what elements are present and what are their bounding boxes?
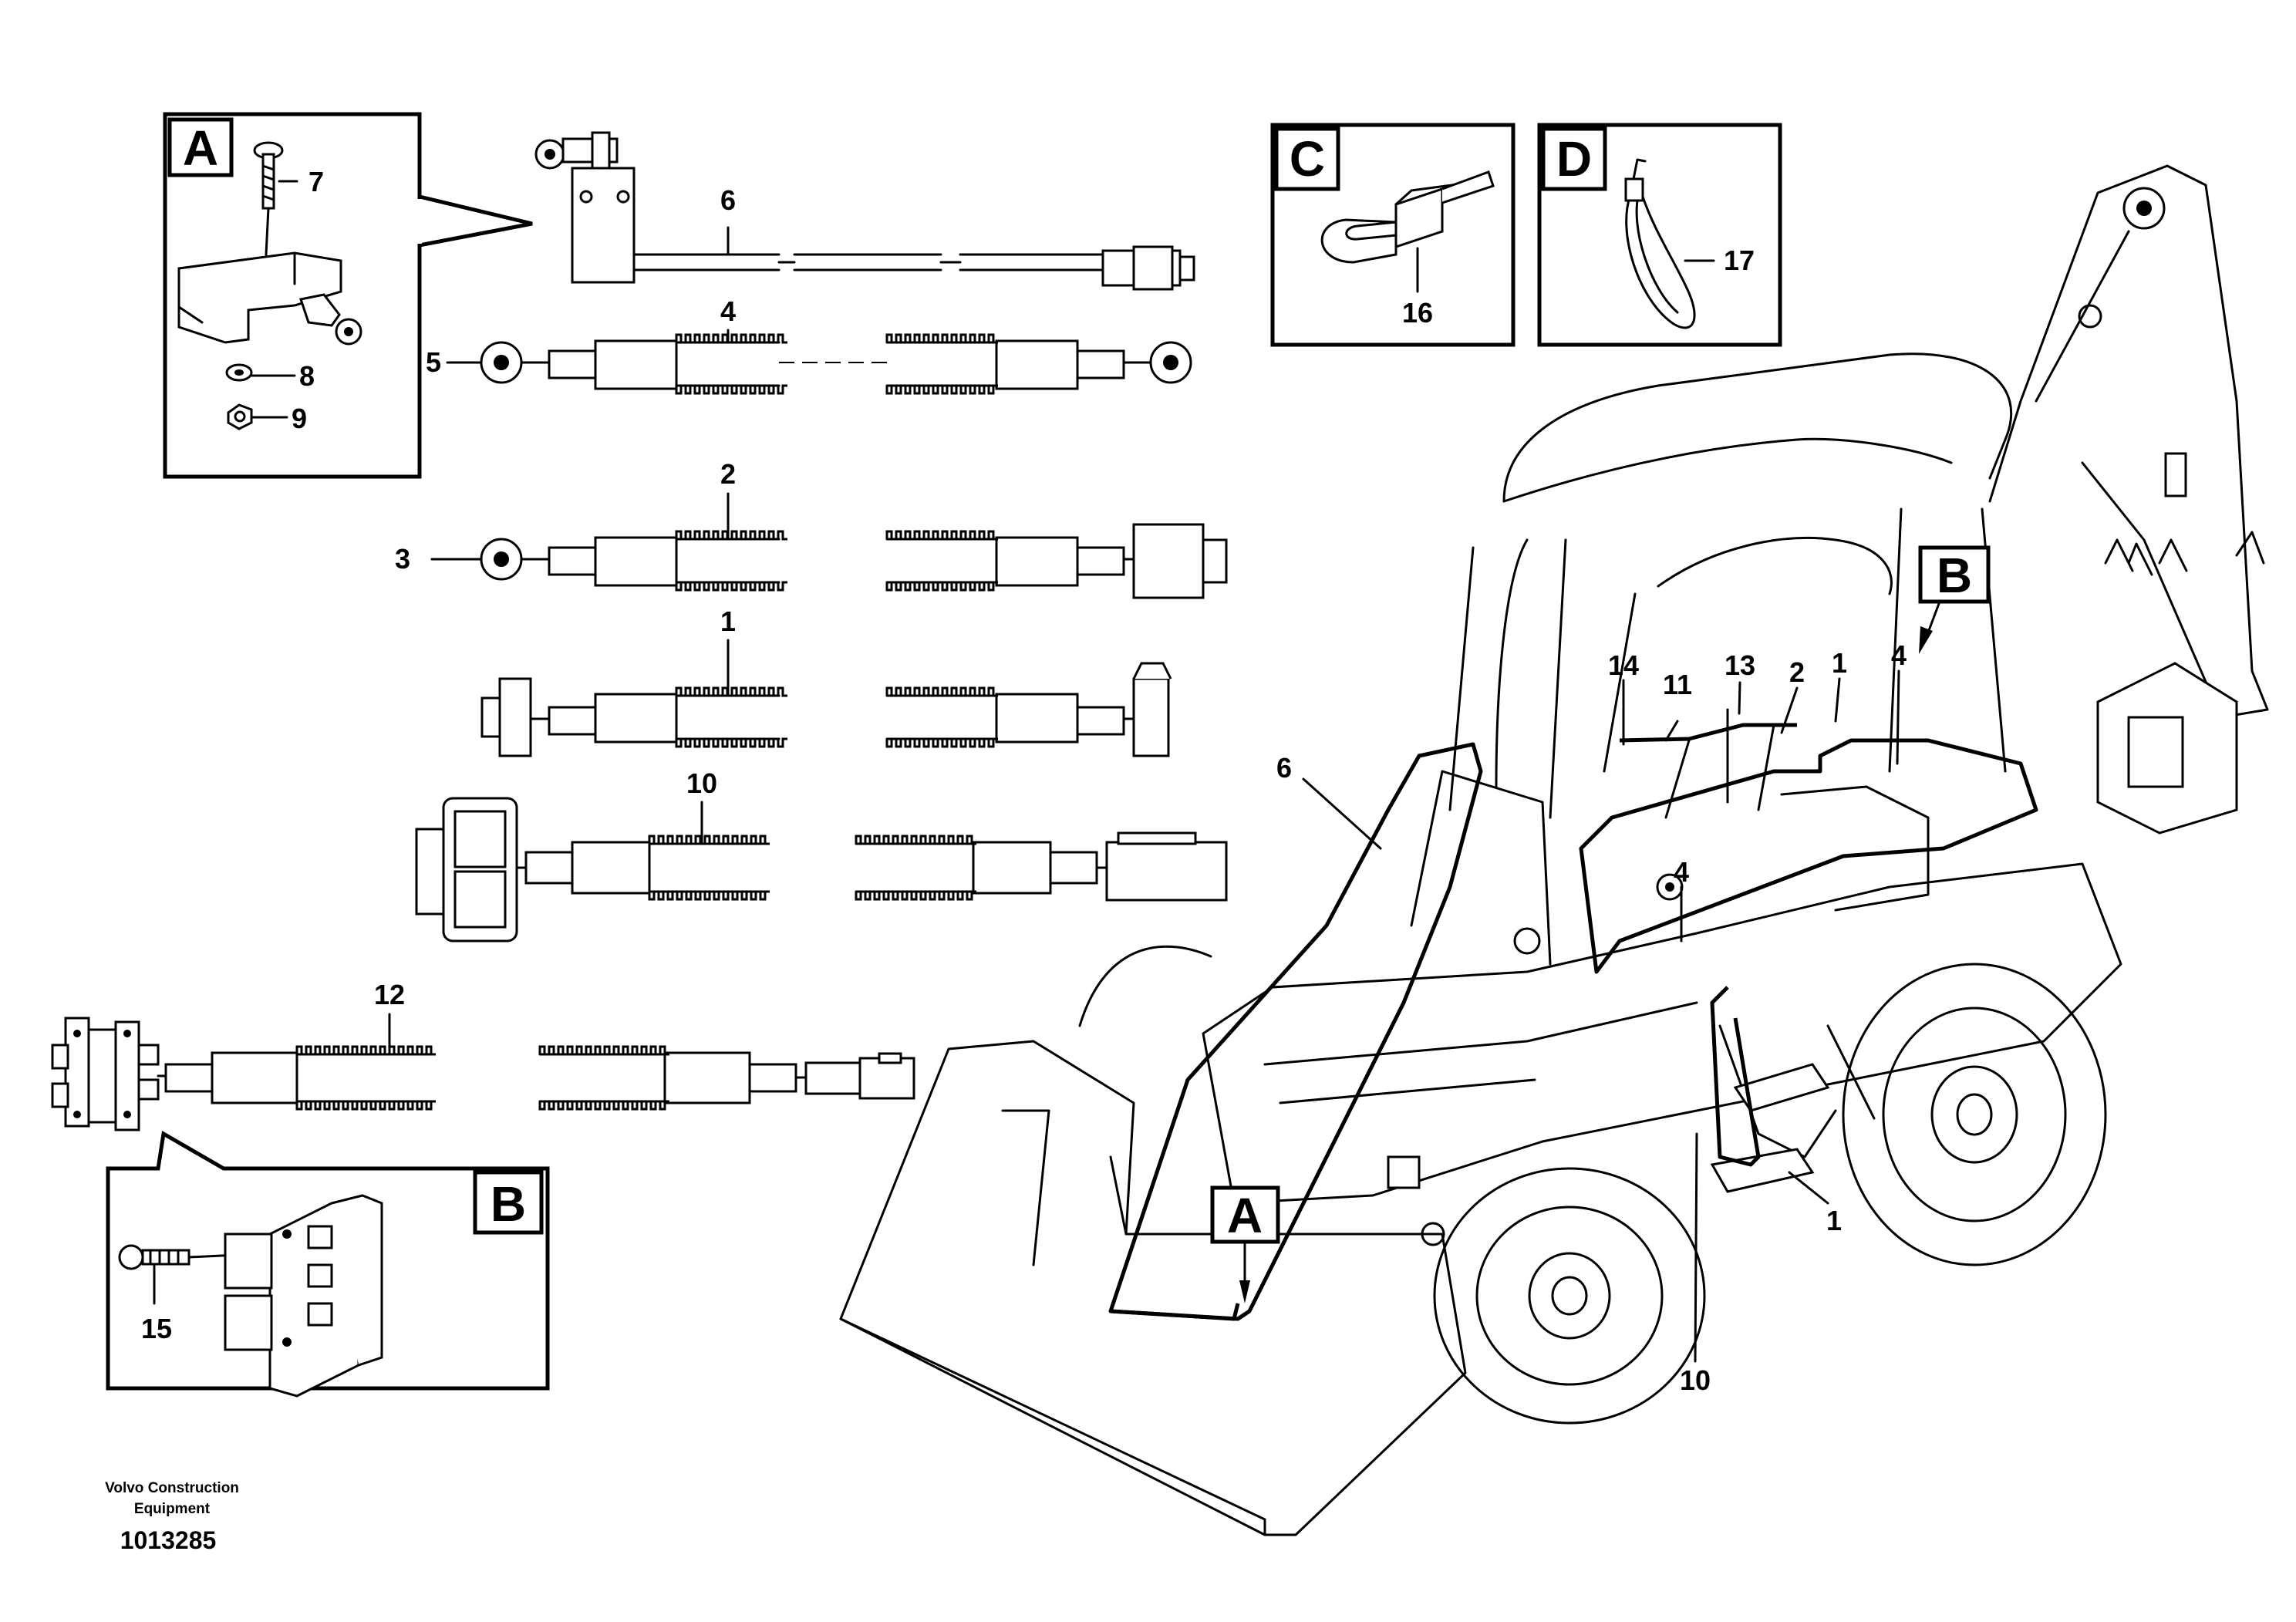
conduit-corrugation — [855, 890, 976, 901]
connector-bracket-illustration — [118, 1194, 383, 1398]
part-number-6: 6 — [720, 184, 736, 216]
detail-c-letter: C — [1290, 131, 1325, 187]
conduit-corrugation — [295, 1045, 436, 1056]
conduit-corrugation — [538, 1045, 669, 1056]
part-number-16: 16 — [1402, 297, 1433, 329]
manufacturer-name-line1: Volvo Construction — [105, 1480, 239, 1496]
manufacturer-name-line2: Equipment — [134, 1501, 211, 1517]
machine-harness-routing — [1108, 708, 2038, 1321]
part-number-1: 1 — [720, 605, 736, 637]
backhoe-loader-illustration — [839, 164, 2269, 1536]
detail-a-letter: A — [183, 120, 218, 176]
conduit-corrugation — [885, 686, 998, 697]
machine-callout-b: B — [1918, 545, 1991, 654]
conduit-corrugation — [295, 1100, 436, 1111]
machine-label-1-top: 1 — [1832, 647, 1847, 679]
machine-label-6: 6 — [1276, 752, 1292, 784]
machine-label-14: 14 — [1608, 649, 1639, 681]
part-number-2: 2 — [720, 458, 736, 490]
cable-tie-illustration — [1624, 158, 1696, 329]
machine-label-13: 13 — [1725, 649, 1755, 681]
conduit-corrugation — [885, 581, 998, 592]
harness-12-illustration — [51, 1017, 915, 1131]
machine-label-2: 2 — [1789, 656, 1805, 688]
part-number-7: 7 — [308, 166, 324, 197]
machine-label-11: 11 — [1663, 669, 1692, 700]
conduit-corrugation — [675, 384, 787, 395]
detail-d-letter: D — [1556, 131, 1592, 187]
conduit-corrugation — [648, 890, 770, 901]
part-number-15: 15 — [141, 1313, 172, 1344]
harness-6-illustration — [534, 131, 1195, 291]
harness-1-illustration — [480, 662, 1172, 757]
conduit-corrugation — [675, 737, 787, 748]
machine-label-4-mid: 4 — [1674, 856, 1689, 888]
machine-callout-b-letter: B — [1937, 548, 1972, 603]
part-number-3: 3 — [395, 543, 410, 575]
harness-4-illustration — [480, 339, 1192, 390]
machine-label-10: 10 — [1680, 1364, 1711, 1396]
conduit-corrugation — [675, 581, 787, 592]
part-number-5: 5 — [426, 346, 441, 378]
detail-b-letter: B — [491, 1176, 526, 1232]
part-number-12: 12 — [374, 979, 405, 1010]
part-number-10: 10 — [686, 767, 717, 799]
conduit-corrugation — [885, 737, 998, 748]
conduit-corrugation — [675, 530, 787, 541]
conduit-corrugation — [675, 686, 787, 697]
conduit-corrugation — [885, 530, 998, 541]
cable-clamp-illustration — [1320, 170, 1495, 264]
conduit-corrugation — [885, 333, 998, 344]
part-number-17: 17 — [1724, 244, 1755, 276]
harness-2-illustration — [480, 523, 1228, 599]
proximity-switch-mount-illustration — [177, 141, 362, 430]
part-number-8: 8 — [299, 360, 315, 392]
conduit-corrugation — [675, 333, 787, 344]
machine-callout-a-letter: A — [1227, 1188, 1263, 1243]
part-number-4: 4 — [720, 295, 736, 327]
document-number: 1013285 — [120, 1526, 217, 1554]
part-number-9: 9 — [292, 403, 307, 434]
conduit-corrugation — [538, 1100, 669, 1111]
machine-callout-a: A — [1210, 1185, 1280, 1303]
machine-label-4-top: 4 — [1891, 639, 1907, 671]
conduit-corrugation — [885, 384, 998, 395]
conduit-corrugation — [855, 835, 976, 845]
machine-label-1-low: 1 — [1826, 1205, 1842, 1236]
conduit-corrugation — [648, 835, 770, 845]
harness-10-illustration — [415, 797, 1228, 943]
